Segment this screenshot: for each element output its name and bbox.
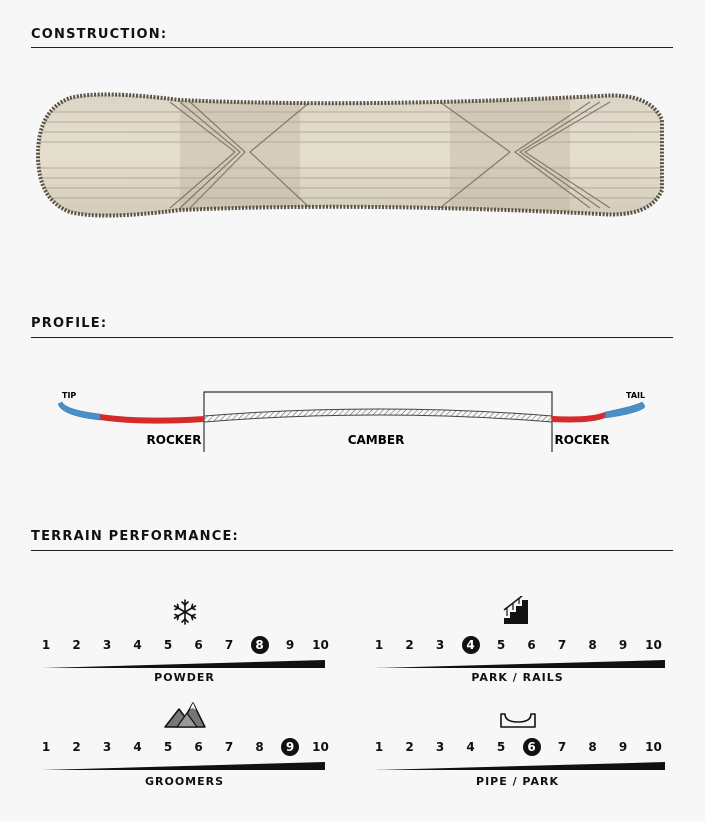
- right-rocker-label: ROCKER: [555, 433, 610, 447]
- rating-scale-pipe-park: 1 2 3 4 5 6 7 8 9 10: [370, 738, 665, 778]
- rating-label-pipe-park: PIPE / PARK: [476, 775, 559, 788]
- board-profile-diagram: TIP TAIL ROCKER CAMBER ROCKER: [57, 391, 645, 452]
- scale-number-1: 1: [374, 638, 384, 652]
- camber-section: [203, 408, 553, 423]
- rating-label-groomers: GROOMERS: [144, 775, 225, 788]
- tail-section: [604, 401, 645, 419]
- scale-number-9-selected: 9: [281, 738, 299, 756]
- scale-number-2: 2: [72, 740, 81, 754]
- scale-number-4: 4: [133, 740, 142, 754]
- left-rocker-label: ROCKER: [147, 433, 202, 447]
- scale-number-7: 7: [557, 740, 567, 754]
- scale-number-2: 2: [405, 740, 414, 754]
- rating-scale-park-rails: 1 2 3 4 5 6 7 8 9 10: [370, 636, 665, 676]
- profile-divider: [31, 337, 673, 338]
- scale-number-6: 6: [527, 638, 536, 652]
- scale-number-4-selected: 4: [461, 636, 480, 654]
- rating-label-park-rails: PARK / RAILS: [471, 671, 564, 684]
- scale-number-7: 7: [557, 638, 567, 652]
- scale-number-2: 2: [72, 638, 81, 652]
- scale-number-7: 7: [224, 740, 234, 754]
- scale-number-10: 10: [312, 638, 329, 652]
- scale-number-8: 8: [588, 638, 597, 652]
- scale-number-10: 10: [645, 740, 662, 754]
- scale-number-6: 6: [194, 638, 203, 652]
- scale-number-3: 3: [435, 638, 445, 652]
- rating-scale-powder: 1 2 3 4 5 6 7 8 9 10: [37, 636, 332, 676]
- snowflake-icon: [173, 599, 197, 625]
- scale-number-9: 9: [618, 638, 628, 652]
- scale-wedge: [375, 762, 665, 770]
- scale-number-8: 8: [588, 740, 597, 754]
- halfpipe-icon: [500, 713, 536, 728]
- scale-number-5: 5: [496, 740, 506, 754]
- scale-number-10: 10: [645, 638, 662, 652]
- scale-number-4: 4: [133, 638, 142, 652]
- scale-number-3: 3: [102, 638, 112, 652]
- tip-label: TIP: [62, 391, 76, 400]
- construction-divider: [31, 47, 673, 48]
- terrain-title: TERRAIN PERFORMANCE:: [31, 529, 239, 544]
- scale-number-9: 9: [285, 638, 295, 652]
- construction-title: CONSTRUCTION:: [31, 27, 168, 42]
- scale-number-6-selected: 6: [522, 738, 541, 756]
- scale-number-5: 5: [496, 638, 506, 652]
- scale-number-3: 3: [102, 740, 112, 754]
- scale-number-1: 1: [41, 638, 51, 652]
- left-rocker-section: [100, 414, 204, 424]
- scale-number-1: 1: [374, 740, 384, 754]
- rating-scale-groomers: 1 2 3 4 5 6 7 8 9 10: [37, 738, 332, 778]
- scale-wedge: [375, 660, 665, 668]
- scale-number-5: 5: [163, 740, 173, 754]
- scale-number-10: 10: [312, 740, 329, 754]
- right-rocker-section: [552, 412, 605, 423]
- tip-section: [57, 401, 101, 421]
- scale-number-7: 7: [224, 638, 234, 652]
- scale-number-1: 1: [41, 740, 51, 754]
- scale-wedge: [42, 660, 325, 668]
- tail-label: TAIL: [626, 391, 645, 400]
- snowboard-construction-illustration: [35, 92, 664, 218]
- stairs-rail-icon: [503, 596, 528, 624]
- camber-label: CAMBER: [348, 433, 405, 447]
- terrain-divider: [31, 550, 673, 551]
- scale-number-2: 2: [405, 638, 414, 652]
- scale-number-8-selected: 8: [250, 636, 269, 654]
- scale-number-4: 4: [466, 740, 475, 754]
- scale-number-5: 5: [163, 638, 173, 652]
- scale-number-8: 8: [255, 740, 264, 754]
- scale-number-9: 9: [618, 740, 628, 754]
- mountains-icon: [164, 702, 206, 728]
- scale-number-6: 6: [194, 740, 203, 754]
- rating-label-powder: POWDER: [154, 671, 215, 684]
- scale-wedge: [42, 762, 325, 770]
- scale-number-3: 3: [435, 740, 445, 754]
- profile-title: PROFILE:: [31, 316, 108, 331]
